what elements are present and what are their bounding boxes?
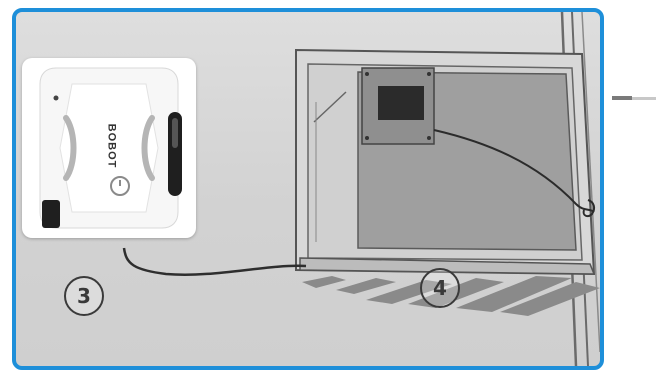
robot-brand-label: BOBOT: [105, 124, 117, 169]
step-number-4: 4: [420, 268, 460, 308]
robot-bumper: [42, 200, 60, 228]
window-cleaning-robot: BOBOT: [22, 58, 196, 238]
cropped-next-illustration-edge: [612, 97, 656, 100]
power-adapter-icon: [378, 86, 424, 120]
step-number-3: 3: [64, 276, 104, 316]
safety-rope: [124, 248, 306, 275]
